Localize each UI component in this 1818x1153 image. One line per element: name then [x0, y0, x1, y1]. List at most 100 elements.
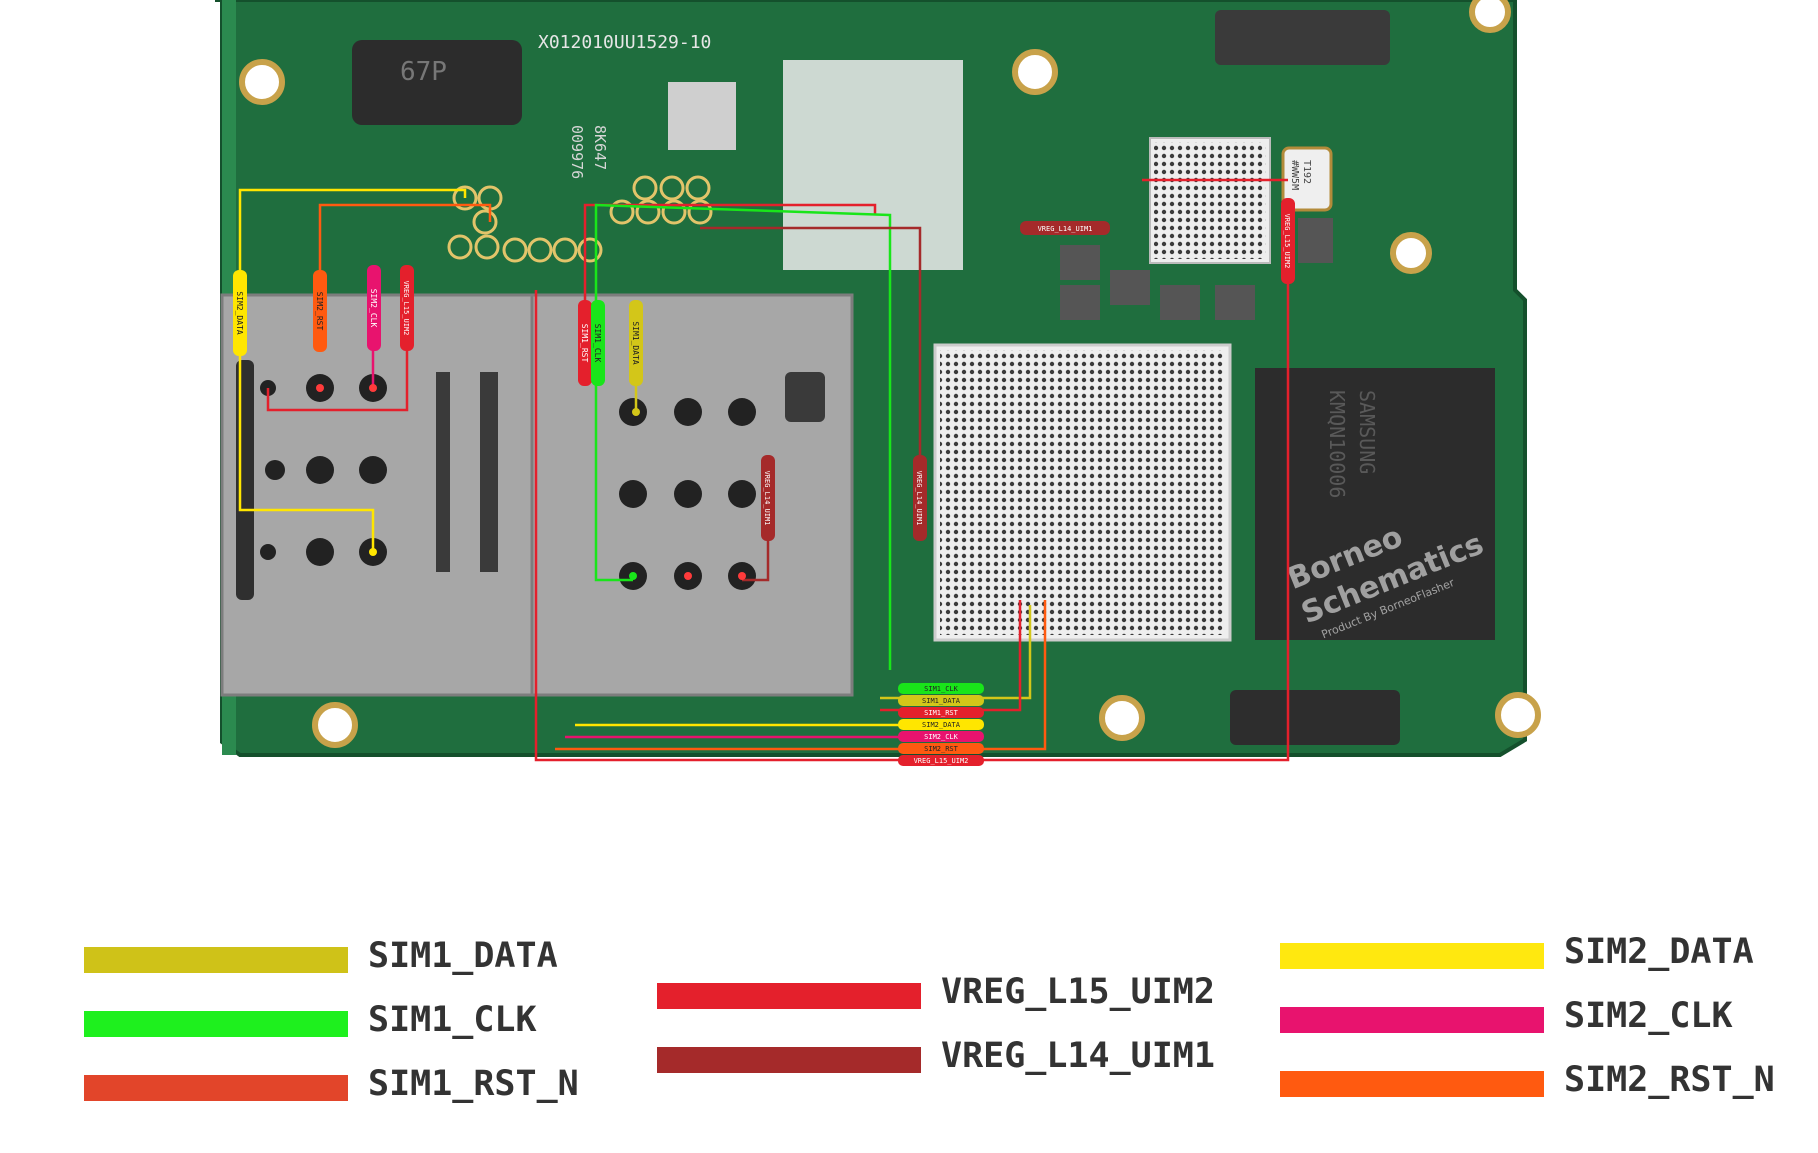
mount-hole [1012, 49, 1058, 95]
side-marking-1: 8K647 [591, 125, 609, 170]
legend-swatch [84, 1075, 348, 1101]
svg-text:VREG_L14_UIM1: VREG_L14_UIM1 [1038, 225, 1093, 233]
mount-hole [239, 59, 285, 105]
mount-hole [1099, 695, 1145, 741]
sim-detect-switch [785, 372, 825, 422]
tag-right-2: SIM1_DATA [629, 300, 643, 386]
crystal-marking-2: #WW5M [1289, 160, 1300, 190]
inductor [1160, 285, 1200, 320]
tag-right-0: SIM1_RST [578, 300, 592, 386]
probe-dot [632, 408, 640, 416]
tag-right-1: SIM1_CLK [591, 300, 605, 386]
pcb-board-photo: 67P X012010UU1529-10 8K647 009976 [215, 0, 1541, 766]
test-pad [474, 234, 500, 260]
legend-label: SIM1_DATA [368, 936, 558, 976]
legend-swatch [1280, 943, 1544, 969]
svg-text:SIM2_DATA: SIM2_DATA [922, 721, 961, 729]
sim-contact [260, 544, 276, 560]
svg-text:SIM2_CLK: SIM2_CLK [924, 733, 959, 741]
tag-left-3: VREG_L15_UIM2 [400, 265, 414, 351]
legend-label: SIM1_RST_N [368, 1064, 579, 1104]
sim-contact [265, 460, 285, 480]
sim-contact [306, 538, 334, 566]
contact-bar [436, 372, 450, 572]
inductor [1298, 218, 1333, 263]
trace-sim2-rst [318, 203, 492, 325]
board-connector [1215, 10, 1390, 65]
tag-bottom-1: SIM1_DATA [898, 695, 984, 706]
svg-text:VREG_L15_UIM2: VREG_L15_UIM2 [1283, 214, 1291, 269]
side-marking-2: 009976 [568, 125, 586, 179]
sim-contact [306, 456, 334, 484]
test-pad [527, 237, 553, 263]
test-pad [577, 237, 603, 263]
test-pad [685, 175, 711, 201]
probe-dot [629, 572, 637, 580]
memory-marking-1: SAMSUNG [1355, 390, 1379, 474]
shield-can-window [783, 60, 963, 270]
test-pad [502, 237, 528, 263]
mount-hole [1390, 232, 1432, 274]
tag-bottom-2: SIM1_RST [898, 707, 984, 718]
qr-code [668, 82, 736, 150]
svg-text:SIM1_RST: SIM1_RST [924, 709, 959, 717]
mount-hole [1469, 0, 1511, 33]
tag-layer: SIM2_DATA SIM2_RST SIM2_CLK VREG_L15_UIM… [233, 198, 1295, 766]
svg-text:SIM1_DATA: SIM1_DATA [922, 697, 961, 705]
trace-bus-3 [555, 600, 1047, 751]
test-pad [632, 175, 658, 201]
tag-cpu-side: VREG_L14_UIM1 [913, 455, 927, 541]
legend-swatch [84, 1011, 348, 1037]
svg-text:VREG_L15_UIM2: VREG_L15_UIM2 [402, 281, 410, 336]
crystal-marking-1: T192 [1301, 160, 1312, 184]
legend-label: VREG_L14_UIM1 [941, 1036, 1215, 1076]
legend-label: SIM2_CLK [1564, 996, 1733, 1036]
test-pad [447, 234, 473, 260]
svg-text:VREG_L15_UIM2: VREG_L15_UIM2 [914, 757, 969, 765]
bottom-connector [1230, 690, 1400, 745]
svg-text:SIM2_CLK: SIM2_CLK [369, 289, 378, 328]
inductor [1060, 245, 1100, 280]
contact-bar [480, 372, 498, 572]
memory-chip [1255, 368, 1495, 640]
tray-slot [236, 360, 254, 600]
legend-label: SIM1_CLK [368, 1000, 537, 1040]
probe-dot [316, 384, 324, 392]
inductor [1215, 285, 1255, 320]
trace-vreg-l14-top [700, 226, 922, 455]
svg-text:SIM2_RST: SIM2_RST [924, 745, 959, 753]
legend-label: SIM2_RST_N [1564, 1060, 1775, 1100]
tag-left-0: SIM2_DATA [233, 270, 247, 356]
sim-contact [359, 456, 387, 484]
legend-swatch [657, 983, 921, 1009]
svg-text:VREG_L14_UIM1: VREG_L14_UIM1 [763, 471, 771, 526]
trace-sim1-rst [583, 203, 877, 350]
tag-bottom-0: SIM1_CLK [898, 683, 984, 694]
mount-hole [312, 702, 358, 748]
probe-dot [684, 572, 692, 580]
legend-label: VREG_L15_UIM2 [941, 972, 1215, 1012]
sim-contact [674, 398, 702, 426]
tag-bottom-5: SIM2_RST [898, 743, 984, 754]
tag-left-2: SIM2_CLK [367, 265, 381, 351]
legend-label: SIM2_DATA [1564, 932, 1754, 972]
probe-dot [738, 572, 746, 580]
test-pad [687, 199, 713, 225]
sim-contact [619, 480, 647, 508]
legend-swatch [1280, 1071, 1544, 1097]
inductor [1110, 270, 1150, 305]
test-pad [552, 237, 578, 263]
sim-contact [674, 480, 702, 508]
svg-text:SIM2_DATA: SIM2_DATA [235, 291, 244, 335]
tag-top-horizontal: VREG_L14_UIM1 [1020, 221, 1110, 235]
test-pad [659, 175, 685, 201]
tag-bottom-4: SIM2_CLK [898, 731, 984, 742]
sim-contact [728, 480, 756, 508]
trace-sim1-clk-up [594, 203, 892, 670]
tag-top-right-vertical: VREG_L15_UIM2 [1281, 198, 1295, 284]
tag-bottom-6: VREG_L15_UIM2 [898, 755, 984, 766]
silkscreen-code: X012010UU1529-10 [538, 32, 711, 53]
svg-text:VREG_L14_UIM1: VREG_L14_UIM1 [915, 471, 923, 526]
test-pad [472, 209, 498, 235]
legend-swatch [657, 1047, 921, 1073]
